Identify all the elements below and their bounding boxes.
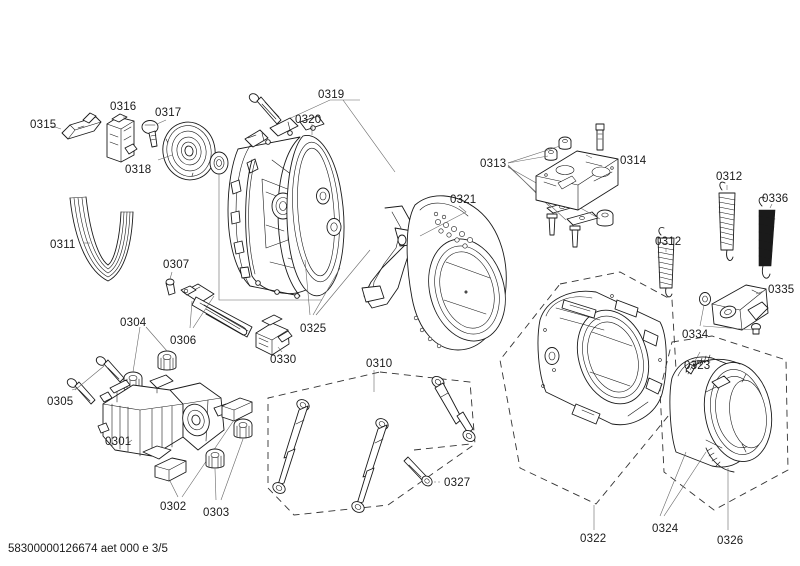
- callout-0305: 0305: [47, 396, 74, 408]
- part-0330-thermistor-housing: [255, 314, 293, 356]
- callout-0326: 0326: [717, 535, 744, 547]
- callout-0324: 0324: [652, 523, 679, 535]
- callout-0335: 0335: [768, 284, 795, 296]
- part-0319-bolt: [248, 93, 282, 125]
- leader-0304b: [145, 326, 168, 352]
- leader-0303b: [220, 438, 244, 501]
- leader-0323: [689, 351, 701, 371]
- group-0326-bellows: [659, 335, 789, 511]
- leader-0325a: [304, 259, 311, 316]
- part-0302-motor-brackets: [154, 397, 253, 482]
- part-0312-spring-left: [657, 227, 675, 298]
- callout-0336: 0336: [762, 193, 789, 205]
- callout-0327: 0327: [444, 477, 471, 489]
- callout-0320: 0320: [295, 114, 322, 126]
- leader-0314: [585, 154, 593, 159]
- part-0335-spring-bracket: [699, 284, 769, 335]
- part-0318-pulley: [162, 121, 216, 181]
- callout-0318: 0318: [125, 164, 152, 176]
- callout-0330: 0330: [270, 354, 297, 366]
- part-0313-hardware: [507, 123, 614, 248]
- callout-0323: 0323: [684, 360, 711, 372]
- leader-0306a: [189, 300, 193, 329]
- group-0310-shock-absorbers: [267, 371, 476, 516]
- part-0315-retainer-clip: [61, 112, 102, 140]
- callout-0334: 0334: [682, 329, 709, 341]
- part-0312-spring-right: [718, 181, 736, 261]
- callout-0311: 0311: [50, 239, 76, 251]
- part-0307-fastener: [165, 278, 176, 296]
- leader-0305b: [74, 365, 105, 391]
- callout-0315: 0315: [30, 119, 57, 131]
- callout-0304: 0304: [120, 317, 147, 329]
- callout-0316: 0316: [110, 101, 137, 113]
- part-0327-pin: [403, 456, 433, 487]
- callout-0314: 0314: [620, 155, 647, 167]
- leader-0336: [769, 203, 773, 209]
- part-0305-motor-bolts: [66, 356, 125, 405]
- leader-0321: [419, 205, 467, 237]
- leader-0330: [277, 346, 283, 353]
- leader-0334a: [699, 304, 705, 327]
- callout-0322: 0322: [580, 533, 607, 545]
- leader-0319a: [281, 99, 360, 123]
- callout-0319: 0319: [318, 89, 345, 101]
- callout-0306: 0306: [170, 335, 197, 347]
- part-0304-bushings: [123, 350, 177, 392]
- part-0321-inner-drum: [361, 195, 507, 351]
- shock-absorber-2: [351, 418, 389, 513]
- callout-0317: 0317: [155, 107, 182, 119]
- callout-0312-right: 0312: [716, 171, 743, 183]
- leader-0301: [127, 439, 133, 444]
- part-0316-connector-block: [106, 113, 138, 163]
- leader-0306b: [192, 295, 215, 329]
- part-0317-screw: [141, 120, 159, 148]
- callout-0310: 0310: [366, 358, 393, 370]
- leader-0318: [157, 154, 173, 161]
- callout-0312-left: 0312: [655, 236, 682, 248]
- part-0320-tub-assembly: [227, 115, 345, 299]
- leader-0315: [51, 125, 62, 130]
- part-0306-heating-element: [180, 283, 253, 338]
- part-bearing-seal: [209, 151, 229, 175]
- leader-0303a: [214, 468, 217, 501]
- callout-0313: 0313: [480, 158, 507, 170]
- leader-0335: [755, 290, 765, 295]
- document-footer-code: 58300000126674 aet 000 e 3/5: [8, 543, 168, 555]
- callout-0321: 0321: [450, 194, 477, 206]
- callout-0301: 0301: [105, 436, 132, 448]
- group-0322-rear-housing: [499, 271, 679, 505]
- leader-0307: [169, 271, 173, 280]
- shock-absorber-1: [272, 399, 310, 494]
- callout-0302: 0302: [160, 501, 187, 513]
- leader-0324a: [659, 451, 687, 517]
- part-0311-drive-belt: [69, 196, 134, 282]
- callout-0307: 0307: [163, 259, 190, 271]
- part-0336-damping-spring: [758, 196, 776, 279]
- leader-0317: [156, 119, 167, 125]
- part-0301-drive-motor: [97, 374, 231, 460]
- part-0314-counterweight: [535, 150, 619, 211]
- shock-absorber-3: [431, 376, 476, 442]
- leader-0334b: [702, 325, 755, 331]
- leader-0319b: [342, 99, 396, 173]
- leader-0302a: [169, 480, 179, 498]
- leader-0324b: [663, 451, 707, 517]
- callout-0325: 0325: [300, 323, 327, 335]
- leader-0304a: [132, 326, 141, 373]
- leader-0325b: [315, 249, 371, 316]
- part-0303-bushings: [205, 418, 253, 469]
- leader-0325c: [312, 267, 341, 316]
- leader-bearing: [218, 174, 322, 301]
- callout-0303: 0303: [203, 507, 230, 519]
